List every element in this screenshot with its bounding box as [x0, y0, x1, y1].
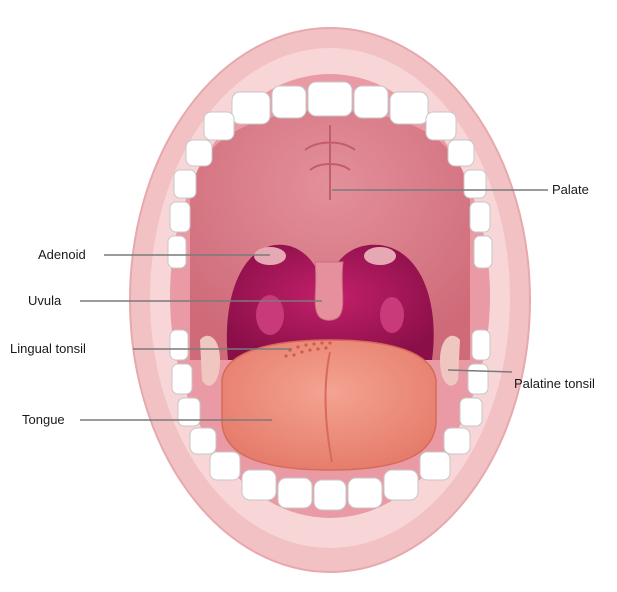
throat-highlight-right: [380, 297, 404, 333]
adenoid-right: [364, 247, 396, 265]
adenoid-left: [254, 247, 286, 265]
label-lingual-tonsil: Lingual tonsil: [10, 341, 86, 357]
label-adenoid: Adenoid: [38, 247, 86, 263]
label-uvula: Uvula: [28, 293, 61, 309]
label-tongue: Tongue: [22, 412, 65, 428]
label-palatine-tonsil: Palatine tonsil: [514, 376, 595, 392]
uvula-shape: [315, 262, 343, 320]
label-palate: Palate: [552, 182, 589, 198]
